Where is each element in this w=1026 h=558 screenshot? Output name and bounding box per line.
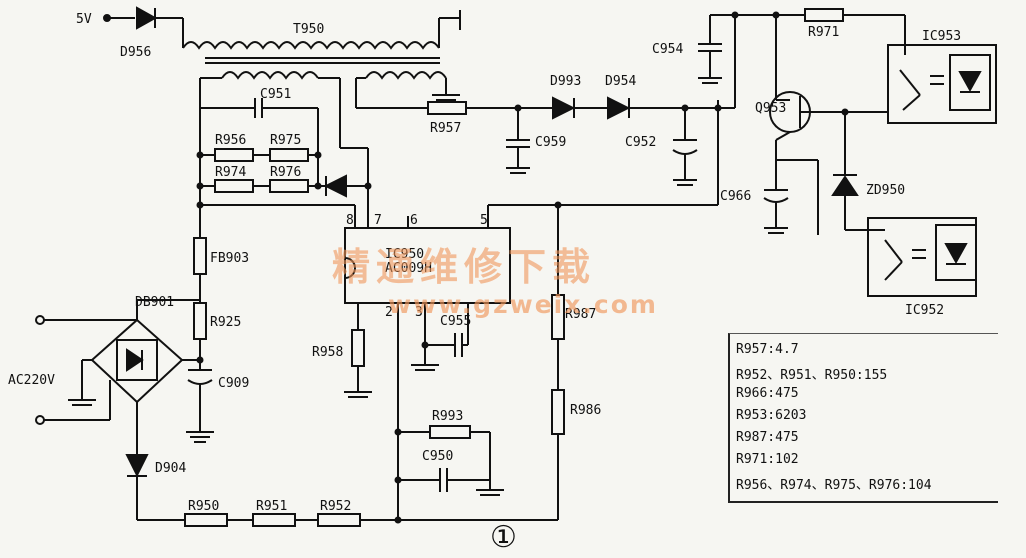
label-c959: C959 xyxy=(535,135,566,150)
label-c955: C955 xyxy=(440,314,471,329)
ic950-name: IC950 xyxy=(385,247,424,262)
pin-2-label: 2 xyxy=(385,305,393,320)
pin-8-label: 8 xyxy=(346,213,354,228)
label-r957: R957 xyxy=(430,121,461,136)
label-r993: R993 xyxy=(432,409,463,424)
legend-line: R952、R951、R950:155 xyxy=(736,368,888,383)
label-zd950: ZD950 xyxy=(866,183,905,198)
legend-line: R953:6203 xyxy=(736,408,807,423)
legend-line: R987:475 xyxy=(736,430,799,445)
label-r987: R987 xyxy=(565,307,596,322)
label-q953: Q953 xyxy=(755,101,786,116)
component-value-table: R957:4.7 R952、R951、R950:155 R966:475 R95… xyxy=(728,333,998,503)
legend-line: R971:102 xyxy=(736,452,799,467)
label-r951: R951 xyxy=(256,499,287,514)
label-c954: C954 xyxy=(652,42,683,57)
label-d904: D904 xyxy=(155,461,186,476)
label-ic952: IC952 xyxy=(905,303,944,318)
pin-5-label: 5 xyxy=(480,213,488,228)
label-5v: 5V xyxy=(76,12,92,27)
label-fb903: FB903 xyxy=(210,251,249,266)
label-c951: C951 xyxy=(260,87,291,102)
label-c952: C952 xyxy=(625,135,656,150)
pin-3-label: 3 xyxy=(415,305,423,320)
label-db901: DB901 xyxy=(135,295,174,310)
label-t950: T950 xyxy=(293,22,324,37)
label-c950: C950 xyxy=(422,449,453,464)
label-c909: C909 xyxy=(218,376,249,391)
label-r986: R986 xyxy=(570,403,601,418)
legend-line: R956、R974、R975、R976:104 xyxy=(736,478,932,493)
label-r971: R971 xyxy=(808,25,839,40)
legend-line: R957:4.7 xyxy=(736,342,799,357)
watermark-url: www.gzweix.com xyxy=(388,290,658,319)
label-r950: R950 xyxy=(188,499,219,514)
label-r956: R956 xyxy=(215,133,246,148)
label-d954: D954 xyxy=(605,74,636,89)
label-r974: R974 xyxy=(215,165,246,180)
label-c966: C966 xyxy=(720,189,751,204)
label-d956: D956 xyxy=(120,45,151,60)
label-r976: R976 xyxy=(270,165,301,180)
pin-7-label: 7 xyxy=(374,213,382,228)
label-r958: R958 xyxy=(312,345,343,360)
pin-6-label: 6 xyxy=(410,213,418,228)
ic950-part: AC009H xyxy=(385,261,432,276)
label-r975: R975 xyxy=(270,133,301,148)
figure-number: ① xyxy=(490,520,517,555)
label-r925: R925 xyxy=(210,315,241,330)
label-ic953: IC953 xyxy=(922,29,961,44)
label-r952: R952 xyxy=(320,499,351,514)
legend-line: R966:475 xyxy=(736,386,799,401)
label-d993: D993 xyxy=(550,74,581,89)
label-ac220v: AC220V xyxy=(8,373,55,388)
watermark-cn: 精通维修下载 xyxy=(332,245,597,289)
